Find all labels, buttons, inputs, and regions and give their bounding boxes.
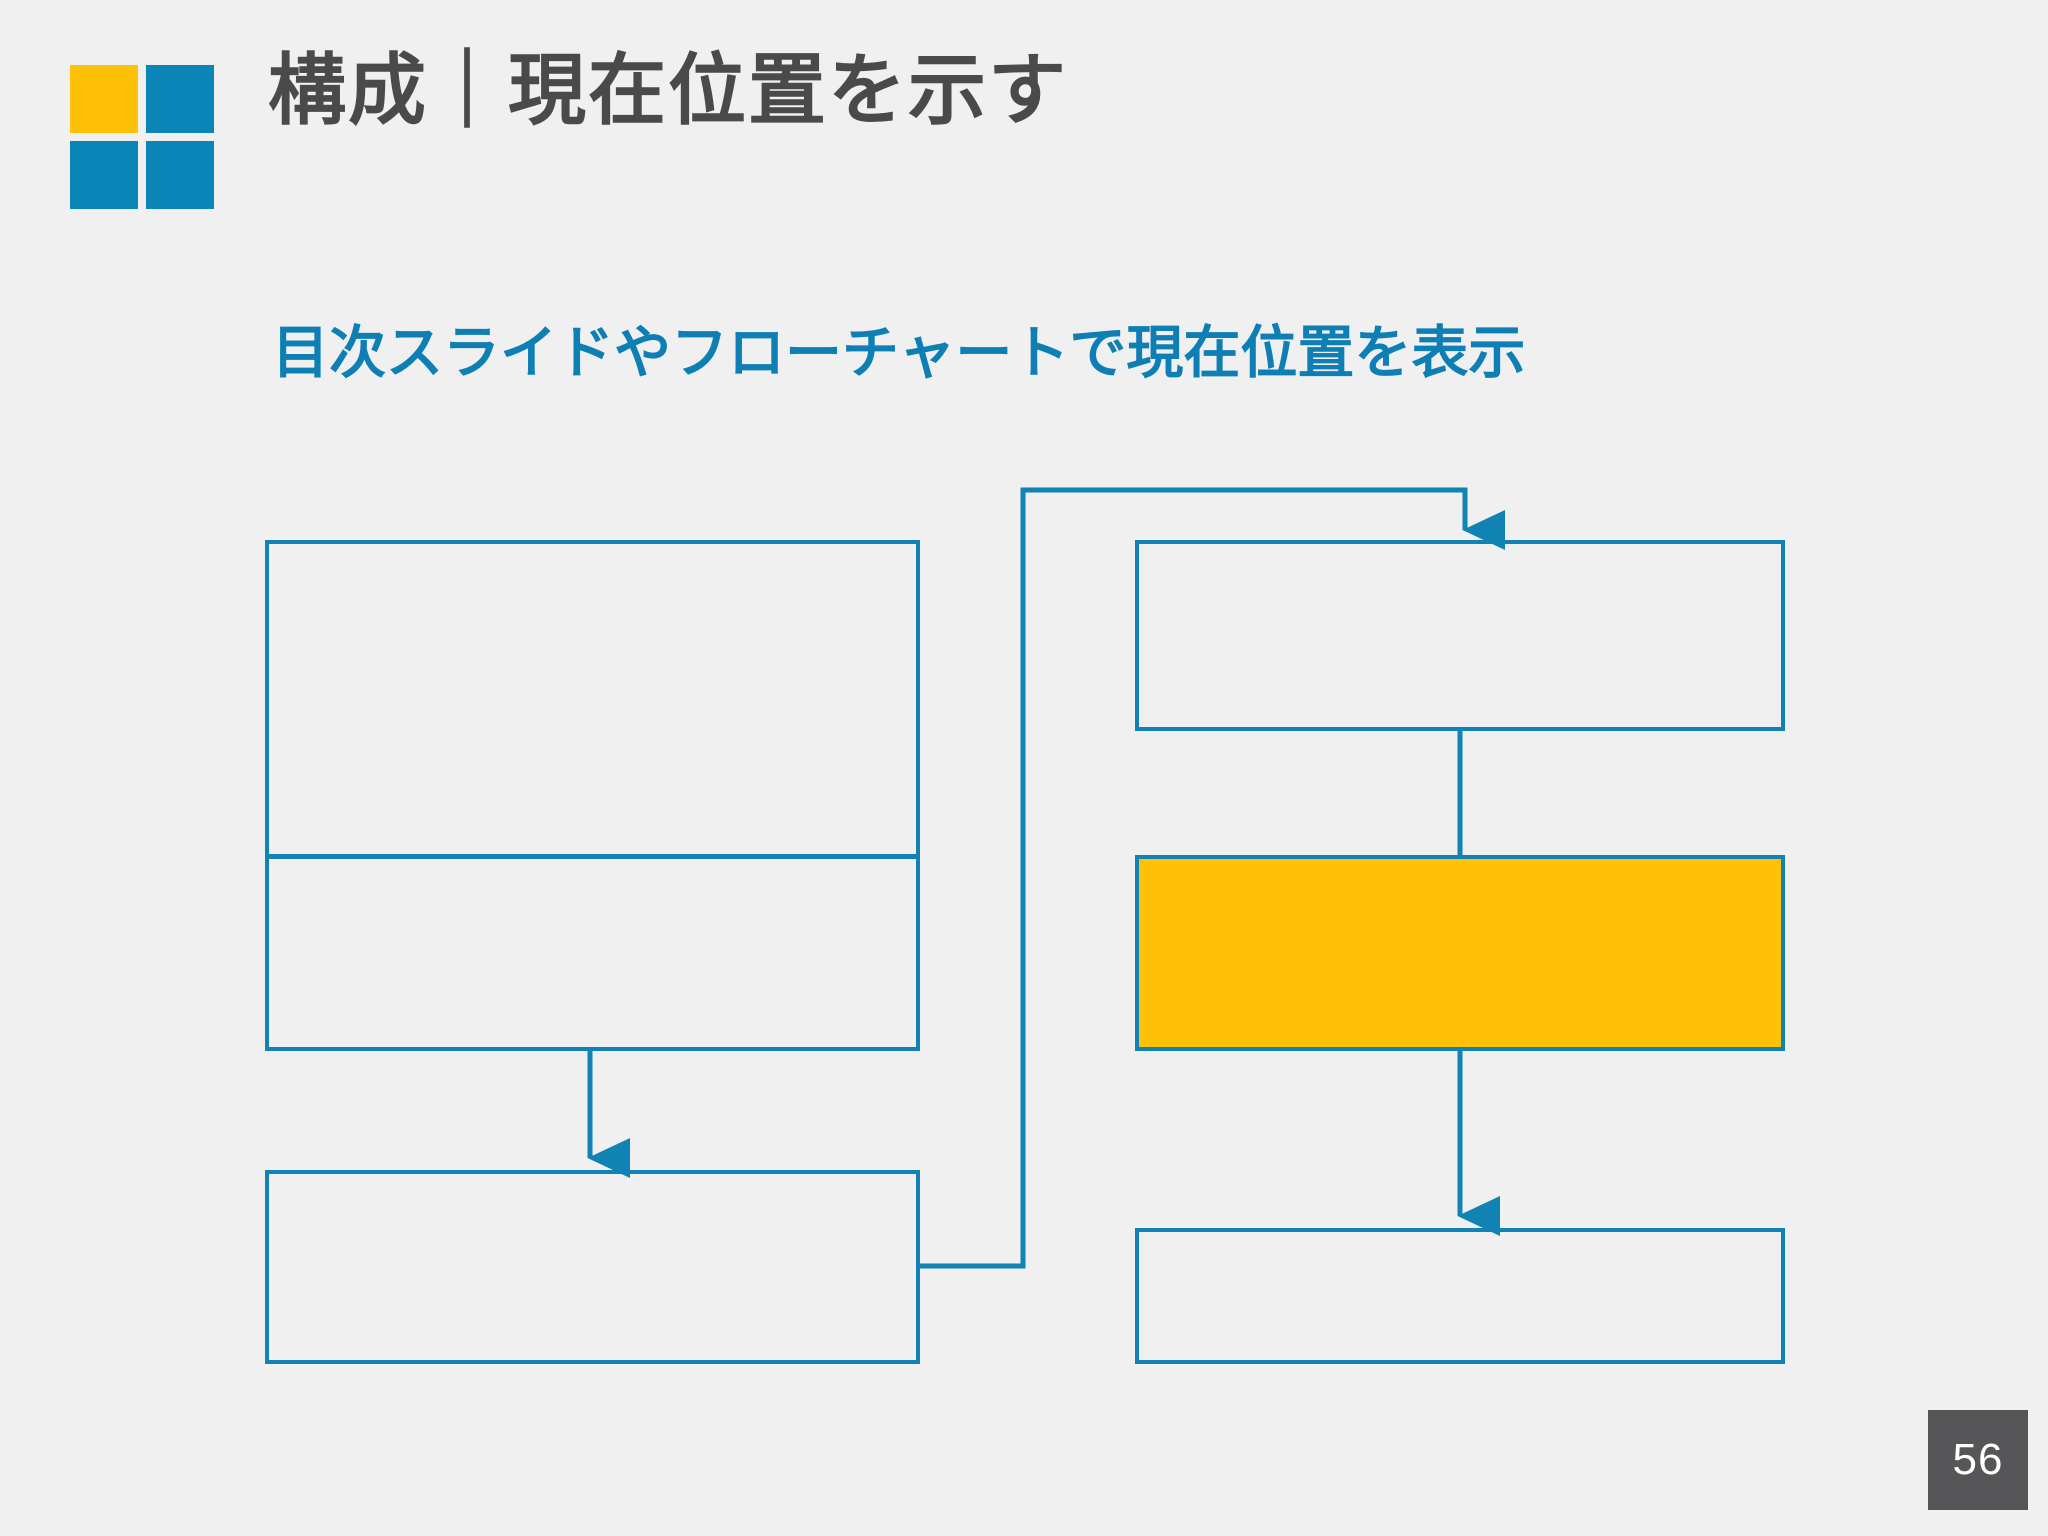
page-number-badge: 56	[1928, 1410, 2028, 1510]
flow-box-right-step-1[interactable]	[1135, 540, 1785, 731]
page-title: 構成｜現在位置を示す	[268, 46, 1069, 134]
flow-box-left-step-1[interactable]	[265, 540, 920, 858]
connector-left-3-to-right-1	[920, 487, 1505, 1269]
logo-square-bottom-left	[70, 141, 138, 209]
flow-box-right-step-2-current[interactable]	[1135, 855, 1785, 1051]
slide-header: 構成｜現在位置を示す	[0, 0, 2048, 220]
logo-square-top-left	[70, 65, 138, 133]
flow-box-left-step-3[interactable]	[265, 1170, 920, 1364]
logo-square-top-right	[146, 65, 214, 133]
slide-subtitle: 目次スライドやフローチャートで現在位置を表示	[272, 321, 1526, 385]
flow-box-right-step-3[interactable]	[1135, 1228, 1785, 1364]
four-square-logo	[70, 65, 214, 209]
logo-square-bottom-right	[146, 141, 214, 209]
flow-box-left-step-2[interactable]	[265, 855, 920, 1051]
